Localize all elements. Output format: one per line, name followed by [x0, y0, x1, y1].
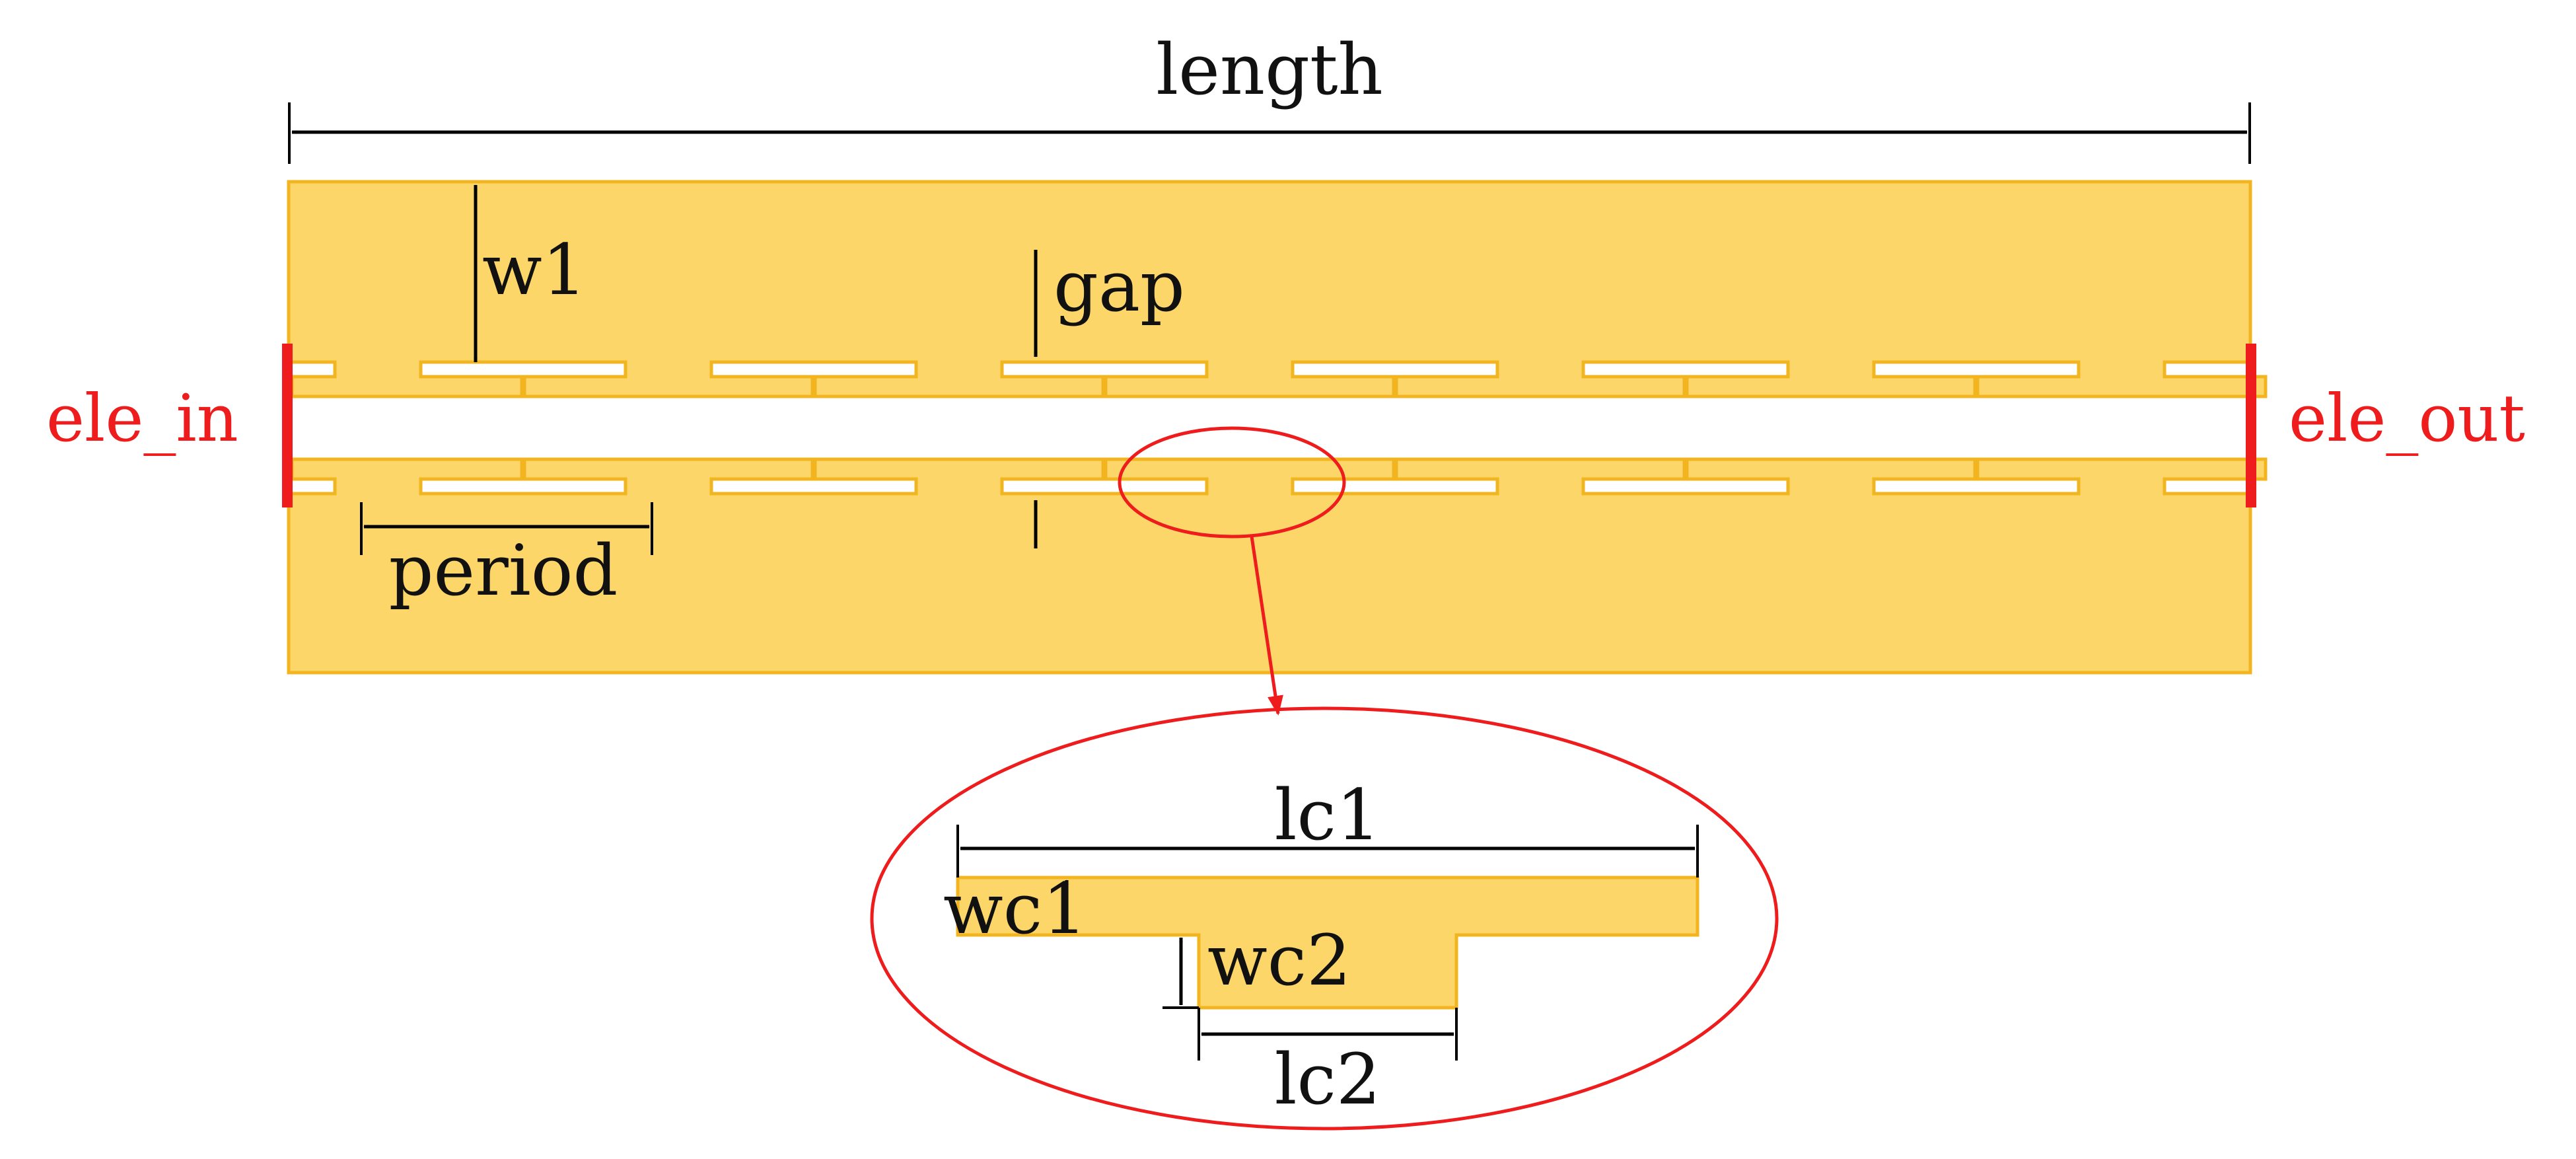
lc1-label: lc1	[1275, 774, 1381, 856]
stub-detail: lc1 wc1 wc2 lc2	[943, 774, 1699, 1120]
w1-label: w1	[482, 229, 587, 311]
callout-arrow	[1250, 536, 1283, 716]
detail-ellipse	[870, 706, 1779, 1131]
metal-strips	[287, 180, 2268, 675]
period-dimension: period	[360, 502, 653, 611]
top-ground-strip	[287, 180, 2268, 398]
w1-dimension: w1	[474, 184, 587, 363]
lc2-label: lc2	[1275, 1039, 1381, 1120]
input-port-label: ele_in	[46, 381, 238, 457]
length-label: length	[1156, 29, 1383, 110]
length-dimension: length	[288, 29, 2251, 164]
wc1-label: wc1	[943, 868, 1087, 950]
highlight-ellipse	[1118, 426, 1346, 539]
gap-dimension: gap	[1034, 246, 1185, 548]
period-label: period	[389, 530, 618, 611]
zoom-callout	[870, 426, 1779, 1131]
wc2-label: wc2	[1207, 920, 1351, 1001]
output-port-label: ele_out	[2289, 381, 2525, 457]
gap-label: gap	[1054, 246, 1185, 327]
bottom-ground-strip	[287, 457, 2268, 675]
